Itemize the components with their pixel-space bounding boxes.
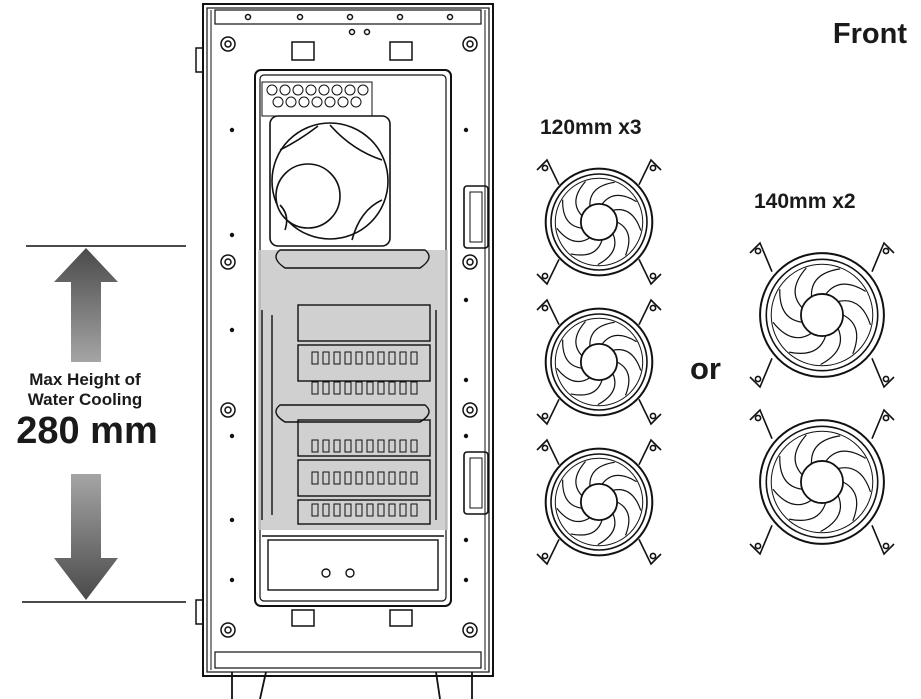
fan-140mm-icon (749, 241, 895, 389)
height-value: 280 mm (16, 410, 158, 452)
case-small-dots (229, 127, 469, 583)
fan-140mm-icon (749, 408, 895, 556)
height-indicator (22, 245, 186, 603)
fan-120mm-icon (536, 298, 662, 426)
or-separator: or (690, 351, 721, 386)
mesh-grille (261, 81, 373, 117)
arrow-down-icon (54, 474, 118, 600)
height-caption-line1: Max Height of (29, 370, 141, 389)
fan-120mm-icon (536, 158, 662, 286)
case-screw-holes (220, 13, 478, 638)
internal-structure (261, 249, 444, 591)
front-label: Front (832, 18, 907, 50)
fan-140mm-label: 140mm x2 (754, 190, 856, 213)
fan-140mm-group (749, 241, 895, 556)
height-caption-line2: Water Cooling (27, 390, 143, 409)
radiator-zone-highlight (258, 250, 448, 530)
internal-fan (269, 115, 391, 247)
fan-120mm-group (536, 158, 662, 566)
fan-120mm-icon (536, 438, 662, 566)
fan-120mm-label: 120mm x3 (540, 116, 642, 139)
pci-slot-rows (311, 351, 418, 517)
arrow-up-icon (54, 248, 118, 362)
